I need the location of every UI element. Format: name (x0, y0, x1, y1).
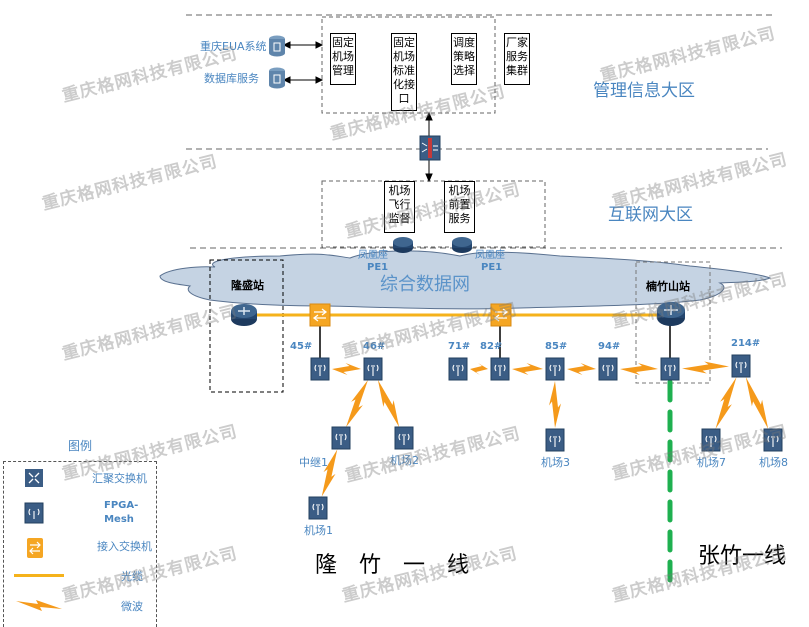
external-system-label: 重庆EUA系统 (200, 40, 267, 53)
mesh-radio-icon (701, 428, 721, 456)
access-switch-icon (490, 303, 512, 331)
database-icon (268, 35, 286, 61)
pe-router-name: 凤凰座 (475, 250, 505, 261)
data-network-cloud (159, 250, 772, 310)
microwave-link (620, 363, 658, 375)
mesh-node-label: 82# (480, 341, 503, 352)
mesh-radio-icon (308, 496, 328, 524)
microwave-link (549, 381, 561, 428)
mesh-node-label: 机场1 (304, 524, 333, 537)
module-label: 机场前置服务 (448, 184, 471, 225)
module-label: 调度策略选择 (453, 36, 475, 77)
mesh-radio-icon (598, 357, 618, 385)
microwave-link (377, 379, 400, 428)
mesh-radio-icon (490, 357, 510, 385)
microwave-link (567, 363, 596, 375)
microwave-link (512, 363, 543, 375)
legend-box: 汇聚交换机 FPGA-Mesh 接入交换机 光缆 微波 (3, 461, 157, 627)
pe-router-sub: PE1 (367, 262, 389, 273)
access-switch-icon (26, 537, 44, 563)
microwave-icon (16, 597, 64, 616)
mesh-radio-icon (310, 357, 330, 385)
mesh-node-label: 机场2 (390, 454, 419, 467)
database-icon (268, 67, 286, 93)
mesh-radio-icon (448, 357, 468, 385)
aggregation-switch-icon (24, 468, 44, 492)
db-connection-arrows (282, 41, 324, 84)
external-system-label: 数据库服务 (204, 72, 259, 85)
microwave-links (321, 361, 769, 497)
legend-label: 接入交换机 (97, 540, 152, 553)
legend-label: FPGA-Mesh (104, 500, 139, 525)
mesh-radio-icon (363, 357, 383, 385)
mesh-node-label: 214# (731, 338, 761, 349)
internet-zone-box (321, 180, 546, 248)
module-vendor-cluster: 厂家服务集群 (504, 33, 530, 85)
module-label: 固定机场管理 (332, 36, 354, 77)
line-title-longzhu: 隆 竹 一 线 (315, 553, 470, 578)
access-switch-icon (309, 303, 331, 331)
microwave-link (332, 363, 361, 375)
mesh-node-label: 中继1 (299, 456, 328, 469)
mesh-radio-icon (763, 428, 783, 456)
module-label: 固定机场标准化接口 (393, 36, 415, 105)
mesh-radio-icon (660, 357, 680, 385)
station-box-nanzhushan (635, 261, 711, 384)
module-flight-supervision: 机场飞行监督 (384, 181, 415, 233)
aggregation-switch-icon (656, 300, 686, 332)
cloud-label: 综合数据网 (380, 274, 470, 295)
mesh-radio-icon (545, 428, 565, 456)
aggregation-switch-icon (230, 302, 258, 332)
microwave-link (321, 449, 338, 497)
mesh-node-label: 94# (598, 341, 621, 352)
mesh-node-label: 机场7 (697, 456, 726, 469)
microwave-link (745, 377, 769, 429)
zone-label-management: 管理信息大区 (593, 81, 695, 101)
zone-label-internet: 互联网大区 (608, 205, 693, 225)
mesh-radio-icon (24, 502, 44, 528)
module-fixed-airport-management: 固定机场管理 (330, 33, 356, 85)
legend-label: 汇聚交换机 (92, 472, 147, 485)
microwave-link (346, 379, 368, 428)
microwave-link (682, 361, 729, 374)
microwave-link (715, 377, 737, 429)
station-label: 隆盛站 (231, 279, 264, 292)
legend-label: 光缆 (121, 570, 143, 583)
station-label: 楠竹山站 (646, 280, 690, 293)
firewall-icon (418, 134, 442, 166)
mesh-node-label: 45# (290, 341, 313, 352)
mesh-radio-icon (331, 426, 351, 454)
module-label: 机场飞行监督 (388, 184, 411, 225)
legend-label: 微波 (121, 600, 143, 613)
legend-title: 图例 (68, 439, 93, 453)
module-frontend-service: 机场前置服务 (444, 181, 475, 233)
mesh-radio-icon (731, 354, 751, 382)
mesh-node-label: 机场3 (541, 456, 570, 469)
microwave-link (470, 363, 488, 375)
mesh-radio-icon (394, 426, 414, 454)
mesh-node-label: 71# (448, 341, 471, 352)
router-icon (451, 236, 473, 258)
mesh-node-label: 46# (363, 341, 386, 352)
module-label: 厂家服务集群 (506, 36, 528, 77)
module-standard-interface: 固定机场标准化接口 (391, 33, 417, 111)
pe-router-sub: PE1 (481, 262, 503, 273)
line-title-zhangzhu: 张竹一线 (698, 544, 787, 569)
fiber-line-icon (14, 574, 64, 577)
pe-router-name: 凤凰座 (358, 250, 388, 261)
router-icon (392, 236, 414, 258)
mesh-radio-icon (545, 357, 565, 385)
mesh-node-label: 机场8 (759, 456, 788, 469)
mesh-node-label: 85# (545, 341, 568, 352)
station-box-longsheng (209, 259, 284, 393)
module-dispatch-strategy: 调度策略选择 (451, 33, 477, 85)
management-zone-box (321, 16, 496, 114)
